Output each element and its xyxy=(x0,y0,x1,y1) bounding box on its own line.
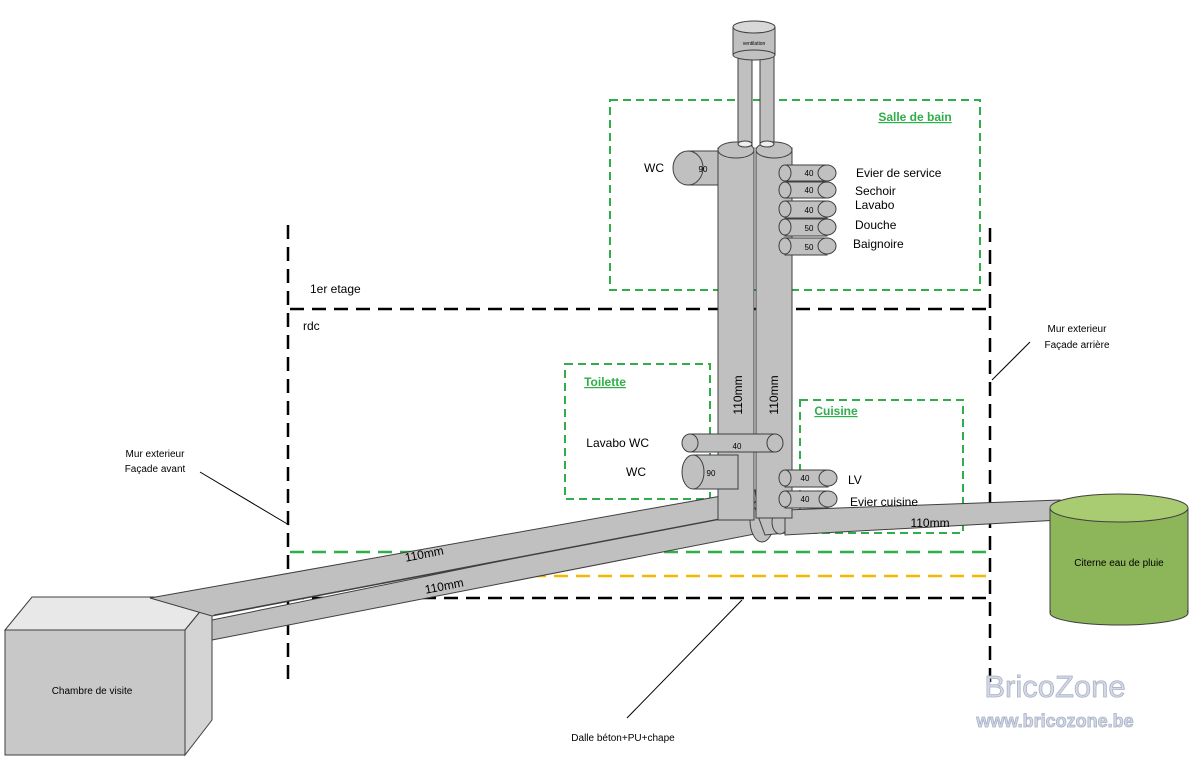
bathroom-label-1: Sechoir xyxy=(855,184,896,198)
kitchen-size-1: 40 xyxy=(801,495,810,504)
kitchen-title: Cuisine xyxy=(814,404,858,418)
inspection-chamber-label: Chambre de visite xyxy=(52,686,133,697)
toilet-title: Toilette xyxy=(584,375,626,389)
bathroom-size-4: 50 xyxy=(805,243,814,252)
watermark-url: www.bricozone.be xyxy=(975,711,1133,731)
kitchen-size-0: 40 xyxy=(801,474,810,483)
kitchen-zone xyxy=(799,399,964,534)
front-wall-label-1: Mur exterieur xyxy=(126,449,186,460)
toilet-wc-size: 90 xyxy=(707,469,716,478)
ventilation-cap: ventilation xyxy=(732,20,776,61)
toilet-sink-size: 40 xyxy=(733,442,742,451)
toilet-wc-label: WC xyxy=(626,465,646,479)
bathroom-size-0: 40 xyxy=(805,169,814,178)
first-floor-label: 1er etage xyxy=(310,282,361,296)
toilet-wc-connector: 90 xyxy=(681,454,739,490)
stack-right-label: 110mm xyxy=(767,375,781,414)
slab-label: Dalle béton+PU+chape xyxy=(571,733,675,744)
bathroom-title: Salle de bain xyxy=(878,110,951,124)
cistern-pipe-label: 110mm xyxy=(910,516,949,530)
cistern-label: Citerne eau de pluie xyxy=(1074,558,1164,569)
bathroom-wc-size: 90 xyxy=(699,165,708,174)
bathroom-label-0: Evier de service xyxy=(856,166,942,180)
rear-wall-label-2: Façade arrière xyxy=(1044,340,1109,351)
front-wall-label-2: Façade avant xyxy=(125,464,186,475)
toilet-zone xyxy=(564,363,711,500)
slab-leader xyxy=(626,599,743,719)
rear-wall-label-1: Mur exterieur xyxy=(1048,324,1108,335)
floor-outlines xyxy=(286,225,992,690)
vent-pipe-left xyxy=(737,49,753,151)
vent-pipe-right xyxy=(759,49,775,151)
bathroom-connector-4: 50 xyxy=(778,237,837,256)
kitchen-label-1: Evier cuisine xyxy=(850,495,918,509)
toilet-sink-label: Lavabo WC xyxy=(586,436,649,450)
bathroom-zone xyxy=(609,99,981,291)
kitchen-label-0: LV xyxy=(848,473,862,487)
bathroom-size-2: 40 xyxy=(805,206,814,215)
inspection-chamber: Chambre de visite xyxy=(3,595,214,757)
bathroom-connector-0: 40 xyxy=(778,164,837,182)
bathroom-label-4: Baignoire xyxy=(853,237,904,251)
bathroom-size-1: 40 xyxy=(805,186,814,195)
bathroom-label-3: Douche xyxy=(855,218,897,232)
bathroom-label-2: Lavabo xyxy=(855,198,895,212)
kitchen-connector-1: 40 xyxy=(778,490,838,509)
kitchen-connector-0: 40 xyxy=(778,469,838,488)
rainwater-cistern: Citerne eau de pluie xyxy=(1049,493,1189,626)
bathroom-connector-3: 50 xyxy=(778,218,837,237)
watermark-brand: BricoZone xyxy=(984,669,1125,704)
main-drain-pipes xyxy=(149,489,1061,641)
bathroom-wc-label: WC xyxy=(644,161,664,175)
ground-floor-label: rdc xyxy=(303,319,320,333)
stack-left-label: 110mm xyxy=(731,375,745,414)
toilet-sink-connector: 40 xyxy=(681,433,784,453)
front-wall-leader xyxy=(199,471,290,526)
bathroom-connector-1: 40 xyxy=(778,181,837,199)
bathroom-connector-2: 40 xyxy=(778,200,837,219)
rear-wall-leader xyxy=(991,341,1031,381)
bathroom-size-3: 50 xyxy=(805,224,814,233)
ventilation-label: ventilation xyxy=(743,41,766,47)
bathroom-wc-connector: 90 xyxy=(672,150,719,186)
